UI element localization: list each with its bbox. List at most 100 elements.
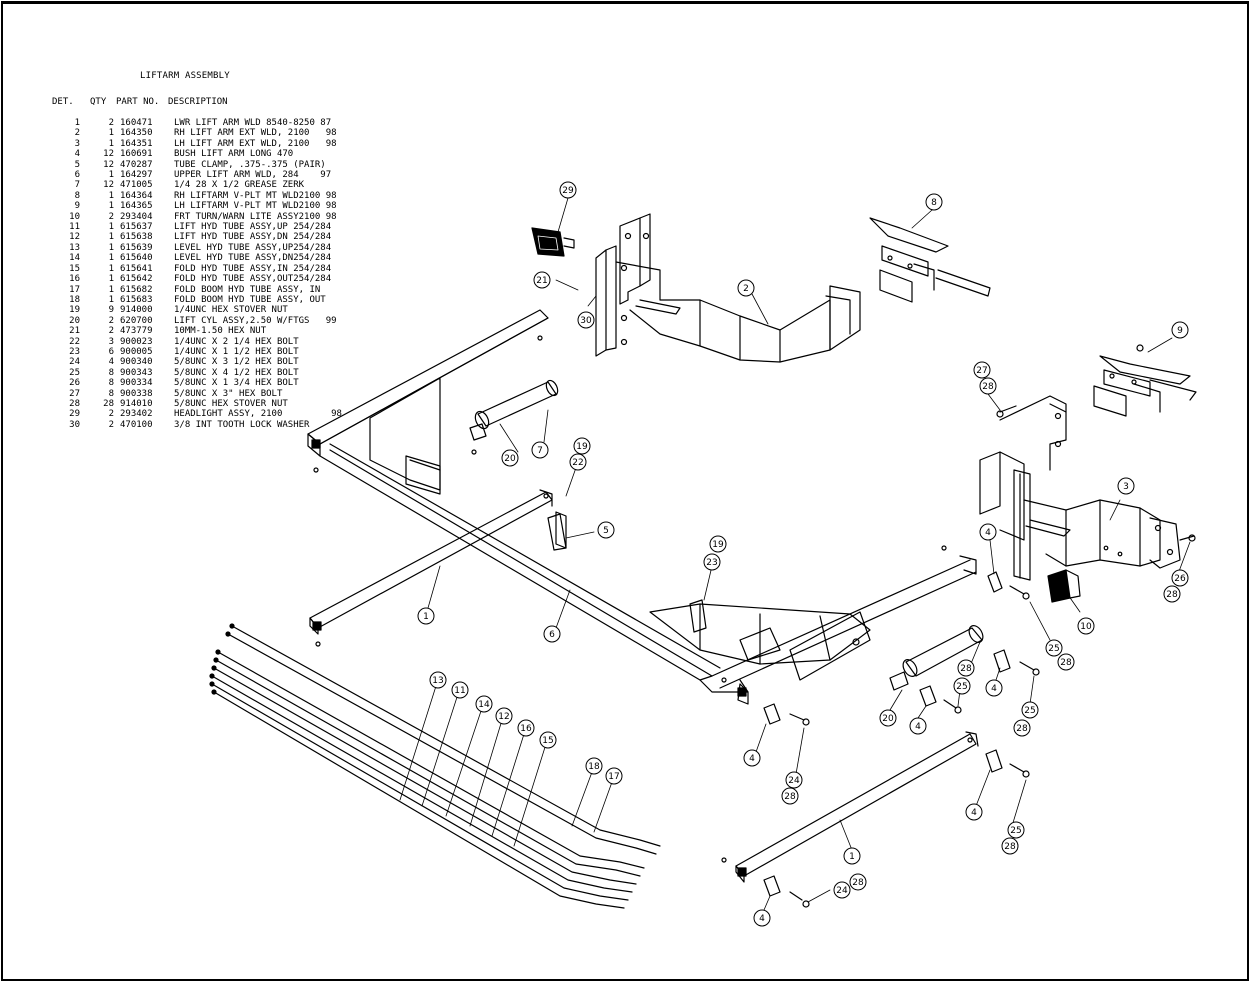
callout-number: 27 bbox=[976, 366, 987, 376]
parts-cell-det: 18 bbox=[69, 294, 80, 305]
parts-cell-desc: LIFT HYD TUBE ASSY,DN 254/284 bbox=[174, 232, 332, 243]
parts-cell-det: 1 bbox=[74, 118, 80, 128]
callout-number: 24 bbox=[788, 776, 800, 786]
parts-cell-part: 293402 bbox=[120, 409, 153, 420]
parts-cell-desc: LIFT CYL ASSY,2.50 W/FTGS 99 bbox=[174, 315, 337, 326]
parts-cell-part: 620700 bbox=[120, 315, 153, 326]
parts-cell-det: 2 bbox=[74, 128, 80, 139]
parts-cell-desc: LWR LIFT ARM WLD 8540-8250 87 bbox=[174, 118, 332, 128]
callout-number: 2 bbox=[743, 284, 749, 294]
parts-cell-part: 900023 bbox=[120, 336, 153, 347]
parts-cell-part: 900005 bbox=[120, 346, 153, 357]
upper-lift-arm-weldment bbox=[307, 309, 977, 705]
parts-cell-part: 164365 bbox=[120, 201, 153, 212]
callout-number: 23 bbox=[706, 558, 717, 568]
callout-number: 29 bbox=[562, 186, 574, 196]
parts-cell-desc: 1/4UNC HEX STOVER NUT bbox=[174, 305, 288, 316]
parts-cell-det: 19 bbox=[69, 305, 80, 316]
parts-cell-qty: 1 bbox=[108, 201, 114, 212]
callout-c25b: 25 bbox=[953, 677, 971, 695]
header-det: DET. bbox=[52, 97, 74, 107]
callout-number: 3 bbox=[1123, 482, 1129, 492]
parts-cell-qty: 8 bbox=[108, 378, 114, 389]
callout-number: 24 bbox=[836, 886, 848, 896]
callout-c25c: 25 bbox=[1021, 701, 1039, 719]
parts-cell-desc: BUSH LIFT ARM LONG 470 bbox=[174, 149, 294, 160]
lh-lift-arm-extension bbox=[979, 395, 1181, 581]
callout-number: 20 bbox=[882, 714, 894, 724]
callout-c7: 7 bbox=[531, 441, 549, 459]
parts-cell-det: 15 bbox=[69, 263, 80, 274]
parts-cell-desc: UPPER LIFT ARM WLD, 284 97 bbox=[174, 170, 332, 181]
parts-cell-part: 615683 bbox=[120, 294, 153, 305]
parts-cell-qty: 1 bbox=[108, 274, 114, 285]
callout-number: 30 bbox=[580, 316, 592, 326]
parts-cell-part: 164297 bbox=[120, 170, 153, 181]
parts-cell-desc: HEADLIGHT ASSY, 2100 98 bbox=[174, 409, 342, 420]
parts-cell-desc: 5/8UNC HEX STOVER NUT bbox=[174, 398, 288, 409]
lh-v-plate-mount bbox=[1093, 344, 1197, 417]
parts-cell-part: 900338 bbox=[120, 388, 153, 399]
callout-number: 28 bbox=[784, 792, 796, 802]
parts-cell-part: 615640 bbox=[120, 253, 153, 264]
callout-c19a: 19 bbox=[573, 437, 591, 455]
callout-c10: 10 bbox=[1077, 617, 1095, 635]
parts-cell-desc: 3/8 INT TOOTH LOCK WASHER bbox=[174, 419, 310, 430]
parts-cell-det: 6 bbox=[74, 170, 80, 181]
parts-cell-qty: 2 bbox=[108, 118, 114, 128]
callout-number: 13 bbox=[432, 676, 443, 686]
callout-number: 17 bbox=[608, 772, 619, 782]
callout-c12: 12 bbox=[495, 707, 513, 725]
callout-c25a: 25 bbox=[1045, 639, 1063, 657]
callout-number: 21 bbox=[536, 276, 547, 286]
callout-c1b: 1 bbox=[843, 847, 861, 865]
lower-lift-arm-left bbox=[309, 489, 567, 635]
callout-number: 15 bbox=[542, 736, 553, 746]
parts-cell-desc: 10MM-1.50 HEX NUT bbox=[174, 326, 267, 337]
parts-cell-qty: 1 bbox=[108, 242, 114, 253]
parts-cell-part: 471005 bbox=[120, 180, 153, 191]
callout-number: 28 bbox=[1004, 842, 1016, 852]
callout-number: 28 bbox=[960, 664, 972, 674]
header-part-no: PART NO. bbox=[116, 97, 160, 107]
parts-cell-det: 28 bbox=[69, 398, 80, 409]
parts-cell-qty: 28 bbox=[103, 398, 114, 409]
parts-cell-part: 900343 bbox=[120, 367, 153, 378]
callout-c24a: 24 bbox=[785, 771, 803, 789]
parts-cell-part: 293404 bbox=[120, 211, 153, 222]
callout-number: 25 bbox=[1010, 826, 1021, 836]
parts-cell-desc: LH LIFT ARM EXT WLD, 2100 98 bbox=[174, 138, 337, 149]
parts-cell-qty: 2 bbox=[108, 326, 114, 337]
callout-number: 1 bbox=[423, 612, 429, 622]
parts-cell-qty: 1 bbox=[108, 128, 114, 139]
rh-v-plate-mount bbox=[869, 217, 991, 303]
callout-c13: 13 bbox=[429, 671, 447, 689]
parts-cell-qty: 12 bbox=[103, 180, 114, 191]
callout-c28d: 28 bbox=[957, 659, 975, 677]
parts-cell-desc: FOLD HYD TUBE ASSY,OUT254/284 bbox=[174, 274, 332, 285]
parts-cell-part: 615682 bbox=[120, 284, 153, 295]
callout-number: 4 bbox=[749, 754, 755, 764]
callout-c27: 27 bbox=[973, 361, 991, 379]
parts-cell-det: 14 bbox=[69, 253, 80, 264]
callout-number: 26 bbox=[1174, 574, 1186, 584]
parts-cell-desc: 1/4UNC X 1 1/2 HEX BOLT bbox=[174, 346, 299, 357]
parts-cell-det: 5 bbox=[74, 159, 80, 170]
